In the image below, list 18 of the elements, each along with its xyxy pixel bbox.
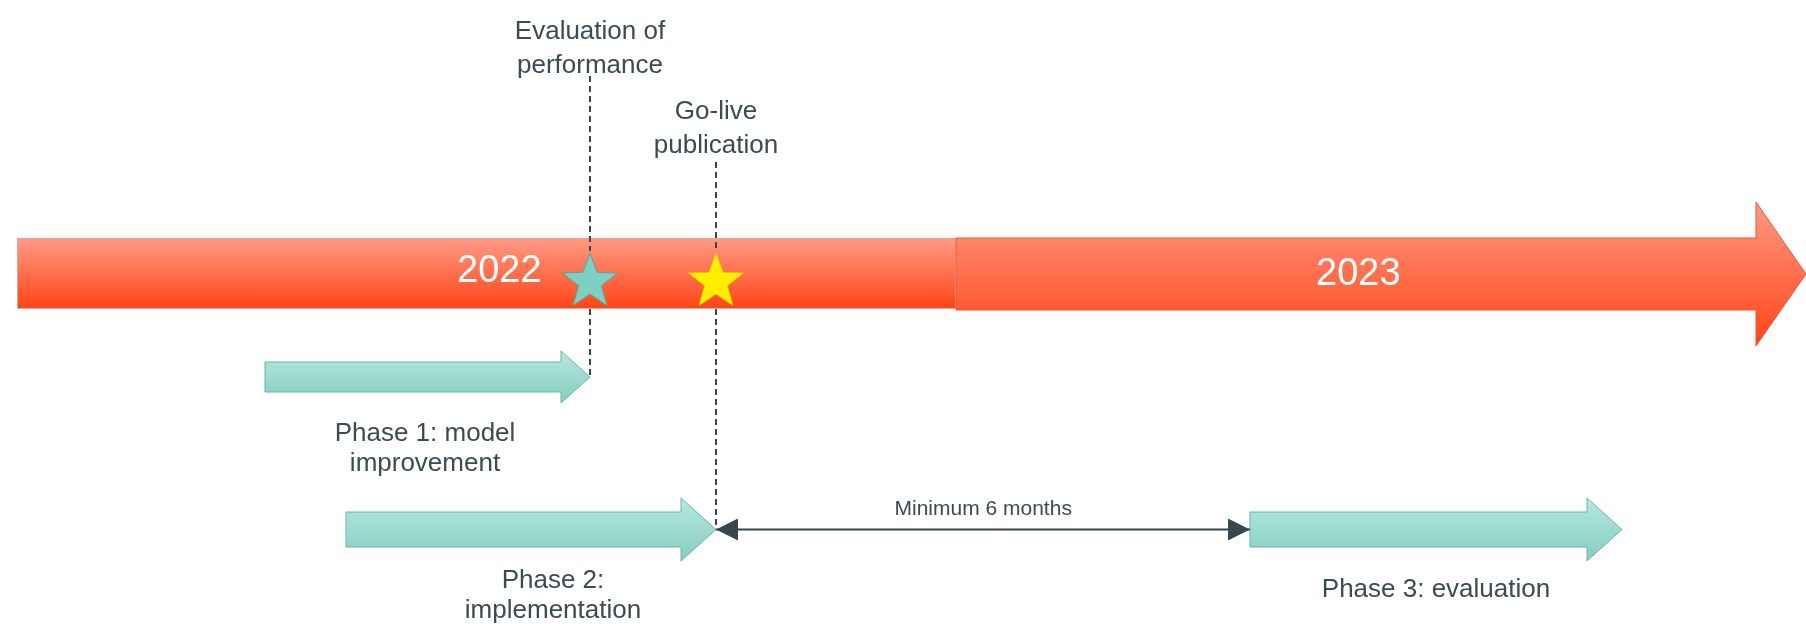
phase-label: Phase 3: evaluation [1320, 574, 1552, 604]
phase-label: Phase 1: model improvement [333, 418, 517, 478]
timeline-arrow [956, 202, 1806, 346]
dashed-line [589, 75, 591, 252]
phase-arrow [346, 498, 716, 561]
timeline-bar [17, 238, 956, 309]
year-label: 2022 [457, 248, 542, 291]
milestone-label: Evaluation of performance [513, 14, 667, 81]
milestone-label: Go-live publication [652, 94, 780, 161]
dashed-line [589, 308, 591, 378]
double-arrow [715, 518, 1251, 541]
phase-arrow [265, 351, 590, 403]
star-icon [686, 251, 746, 309]
dashed-line [715, 308, 717, 531]
phase-arrow [1250, 498, 1622, 561]
star-icon [560, 251, 620, 309]
year-label: 2023 [1316, 251, 1401, 294]
phase-label: Phase 2: implementation [463, 565, 643, 624]
